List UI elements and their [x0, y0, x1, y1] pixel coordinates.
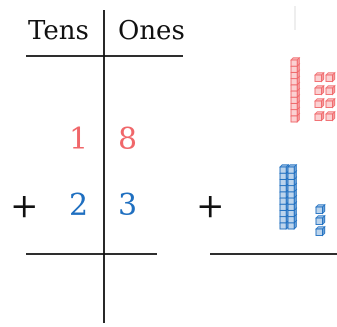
addend1-ones-digit: 8: [118, 122, 138, 157]
blue-unit: [315, 225, 326, 237]
blue-unit: [315, 203, 326, 215]
red-unit: [314, 110, 325, 122]
plus-sign-chart: +: [10, 186, 39, 226]
header-ones: Ones: [118, 16, 185, 46]
addend1-tens-digit: 1: [69, 122, 89, 157]
addend2-tens-digit: 2: [69, 188, 89, 223]
header-tens: Tens: [28, 16, 89, 46]
blue-unit: [315, 214, 326, 226]
plus-sign-blocks: +: [196, 186, 225, 226]
red-unit: [325, 84, 336, 96]
red-unit: [314, 84, 325, 96]
red-unit: [325, 97, 336, 109]
red-unit: [325, 110, 336, 122]
red-rod-cube: [290, 56, 301, 68]
addend2-ones-digit: 3: [118, 188, 138, 223]
blue-rod-cube: [279, 163, 290, 175]
red-unit: [314, 97, 325, 109]
red-unit: [325, 71, 336, 83]
blue-rod-cube: [287, 163, 298, 175]
red-unit: [314, 71, 325, 83]
